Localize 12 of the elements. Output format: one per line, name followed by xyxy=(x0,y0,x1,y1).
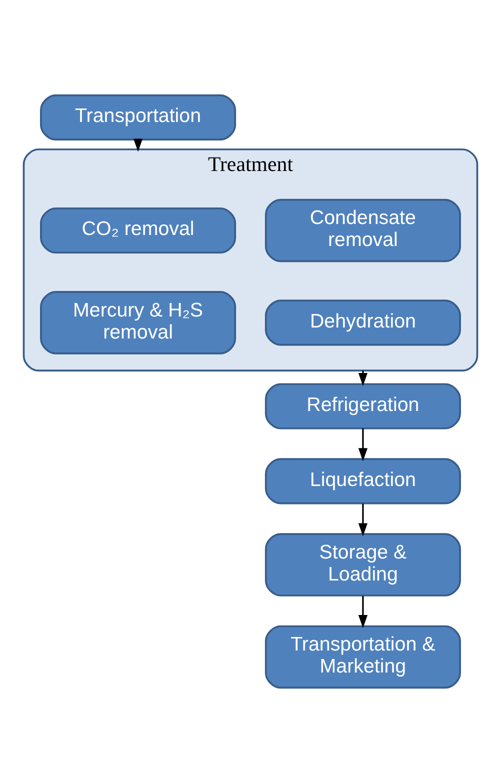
arrow xyxy=(358,503,368,536)
arrow xyxy=(358,370,368,386)
node-box: Dehydration xyxy=(264,299,460,346)
node-box: Refrigeration xyxy=(264,382,460,429)
node-box: Liquefaction xyxy=(264,458,460,504)
arrow xyxy=(358,428,368,461)
node-box: Mercury & H₂S removal xyxy=(40,290,236,354)
node-box: CO₂ removal xyxy=(40,206,236,254)
node-box: Condensate removal xyxy=(264,198,460,262)
arrow xyxy=(358,595,368,628)
node-box: Storage & Loading xyxy=(264,532,460,596)
node-box: Transportation & Marketing xyxy=(264,624,460,688)
